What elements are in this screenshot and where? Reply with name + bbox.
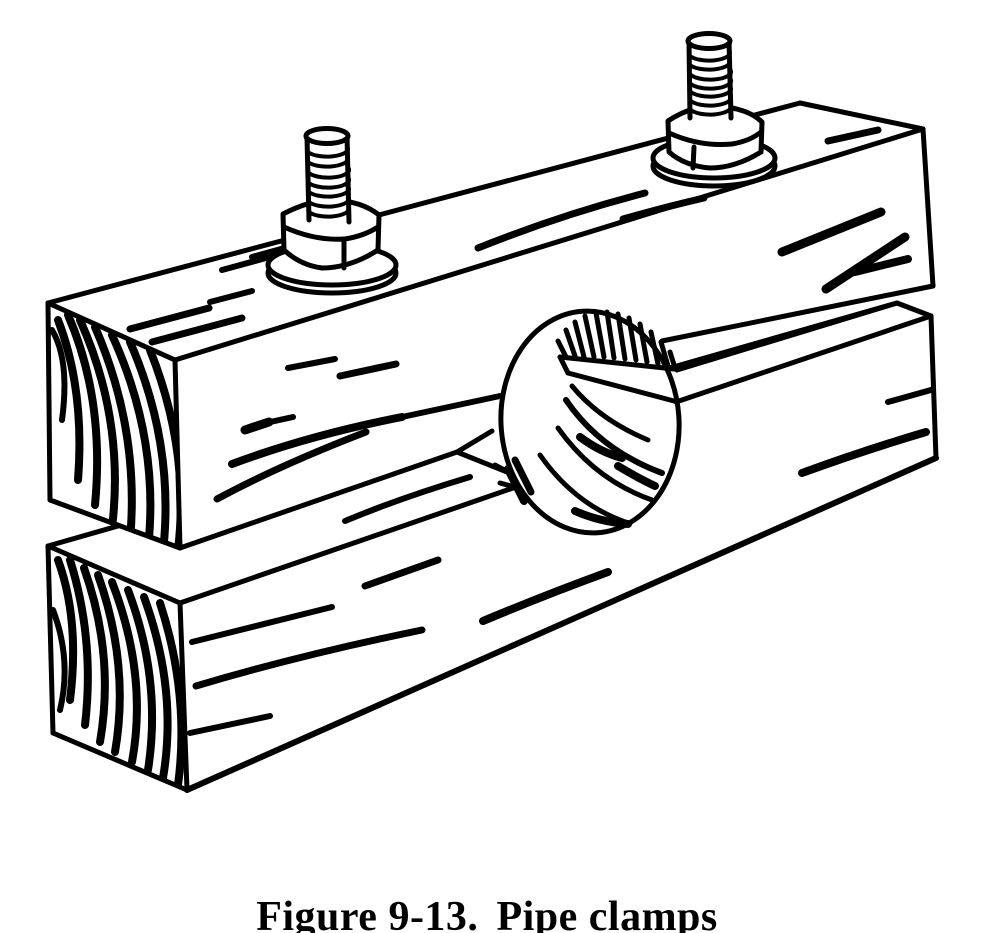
bottom-block-front-bottom-edge: [184, 455, 939, 793]
grain-scribble: [821, 232, 910, 294]
figure-label: Figure 9-13.: [256, 894, 479, 933]
figure-title: Pipe clamps: [496, 894, 718, 933]
right-bolt: [650, 31, 778, 189]
gap-edges: [492, 283, 936, 491]
top-block-front-bottom-edge-right: [659, 283, 936, 344]
bottom-block-top-right-edge: [894, 300, 934, 319]
bottom-block-top-face: [48, 303, 931, 603]
bottom-block-front-top-edge: [177, 484, 519, 606]
bottom-block-end-grain: [50, 556, 186, 789]
right-bolt-stud: [685, 31, 734, 121]
pipe-clamps-illustration: [45, 31, 939, 793]
right-bolt-threads: [688, 51, 734, 117]
left-bolt-threads: [306, 147, 352, 219]
figure-caption: Figure 9-13. Pipe clamps: [0, 845, 930, 933]
top-block-front-bottom-edge-left: [177, 449, 460, 551]
top-block-end-left-edge: [45, 300, 53, 503]
bottom-block-end-left-edge: [45, 543, 56, 736]
pipe-bore-hole: [492, 283, 936, 536]
bottom-clamp-block: [45, 300, 939, 793]
top-block-top-right-edge: [797, 100, 926, 132]
bore-upper-hatching: [555, 309, 678, 371]
grain-scribble: [851, 255, 912, 276]
bore-lower-grain: [504, 383, 665, 528]
grain-scribble: [777, 207, 886, 257]
left-bolt: [265, 126, 399, 296]
top-block-end-grain: [49, 311, 180, 548]
bottom-block-right-edge: [928, 313, 939, 461]
top-block-front-grain: [213, 207, 912, 524]
left-bolt-stud: [303, 126, 352, 225]
top-block-top-grain: [126, 126, 882, 346]
top-block-groove-notch-upper: [454, 428, 495, 455]
gap-band-lower-right: [673, 313, 934, 405]
bottom-block-front-grain: [187, 387, 934, 736]
bottom-block-front-face: [180, 316, 936, 790]
gap-band-upper-right: [674, 300, 900, 373]
top-block-front-top-edge: [172, 126, 926, 363]
top-block-right-edge: [920, 126, 936, 289]
bottom-block-end-top-edge: [45, 543, 183, 606]
bore-gap-band: [557, 354, 677, 404]
